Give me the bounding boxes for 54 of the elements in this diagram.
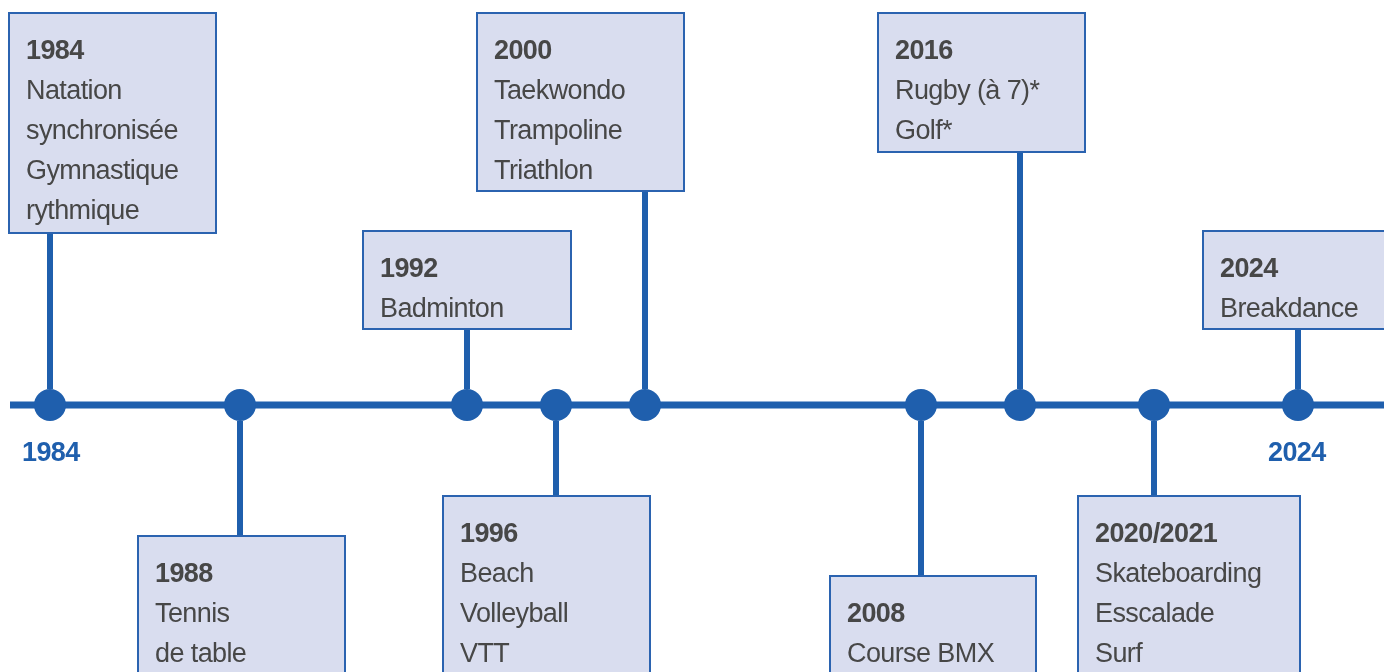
sport-label: Rugby (à 7)*: [895, 74, 1040, 107]
event-box: [877, 12, 1086, 153]
connector-line: [553, 421, 559, 495]
sport-label: Surf: [1095, 637, 1143, 670]
connector-line: [1295, 330, 1301, 389]
sport-label: Golf*: [895, 114, 953, 147]
connector-line: [237, 421, 243, 535]
sport-label: VTT: [460, 637, 510, 670]
year-label: 1984: [26, 34, 84, 67]
event-box: [829, 575, 1037, 672]
axis-year-label: 2024: [1268, 437, 1326, 467]
timeline-dot: [905, 389, 937, 421]
sport-label: Taekwondo: [494, 74, 626, 107]
event-box: [8, 12, 217, 234]
sport-label: Gymnastique rythmique: [26, 154, 180, 227]
sport-label: Natation synchronisée: [26, 74, 179, 147]
year-label: 2024: [1220, 252, 1278, 285]
sport-label: Esscalade: [1095, 597, 1215, 630]
timeline-dot: [451, 389, 483, 421]
sport-label: Badminton: [380, 292, 504, 325]
connector-line: [918, 421, 924, 575]
event-box: [137, 535, 346, 672]
sport-label: Skateboarding: [1095, 557, 1262, 590]
timeline-dot: [1004, 389, 1036, 421]
sport-label: Trampoline: [494, 114, 623, 147]
connector-line: [1017, 153, 1023, 389]
connector-line: [464, 330, 470, 389]
timeline-dot: [540, 389, 572, 421]
sport-label: Triathlon: [494, 154, 593, 187]
sport-label: Breakdance: [1220, 292, 1359, 325]
event-box: [442, 495, 651, 672]
timeline-dot: [1282, 389, 1314, 421]
connector-line: [47, 234, 53, 389]
connector-line: [642, 192, 648, 389]
event-box: [1202, 230, 1384, 330]
year-label: 1988: [155, 557, 213, 590]
year-label: 2000: [494, 34, 552, 67]
event-box: [476, 12, 685, 192]
timeline-dot: [1138, 389, 1170, 421]
year-label: 2008: [847, 597, 905, 630]
timeline-dot: [629, 389, 661, 421]
timeline-dot: [224, 389, 256, 421]
axis-year-label: 1984: [22, 437, 80, 467]
connector-line: [1151, 421, 1157, 495]
year-label: 1996: [460, 517, 518, 550]
event-box: [362, 230, 572, 330]
year-label: 1992: [380, 252, 438, 285]
year-label: 2020/2021: [1095, 517, 1218, 550]
year-label: 2016: [895, 34, 953, 67]
sport-label: Course BMX: [847, 637, 995, 670]
timeline-dot: [34, 389, 66, 421]
sport-label: Tennis de table: [155, 597, 248, 670]
event-box: [1077, 495, 1301, 672]
sport-label: Beach Volleyball: [460, 557, 570, 630]
